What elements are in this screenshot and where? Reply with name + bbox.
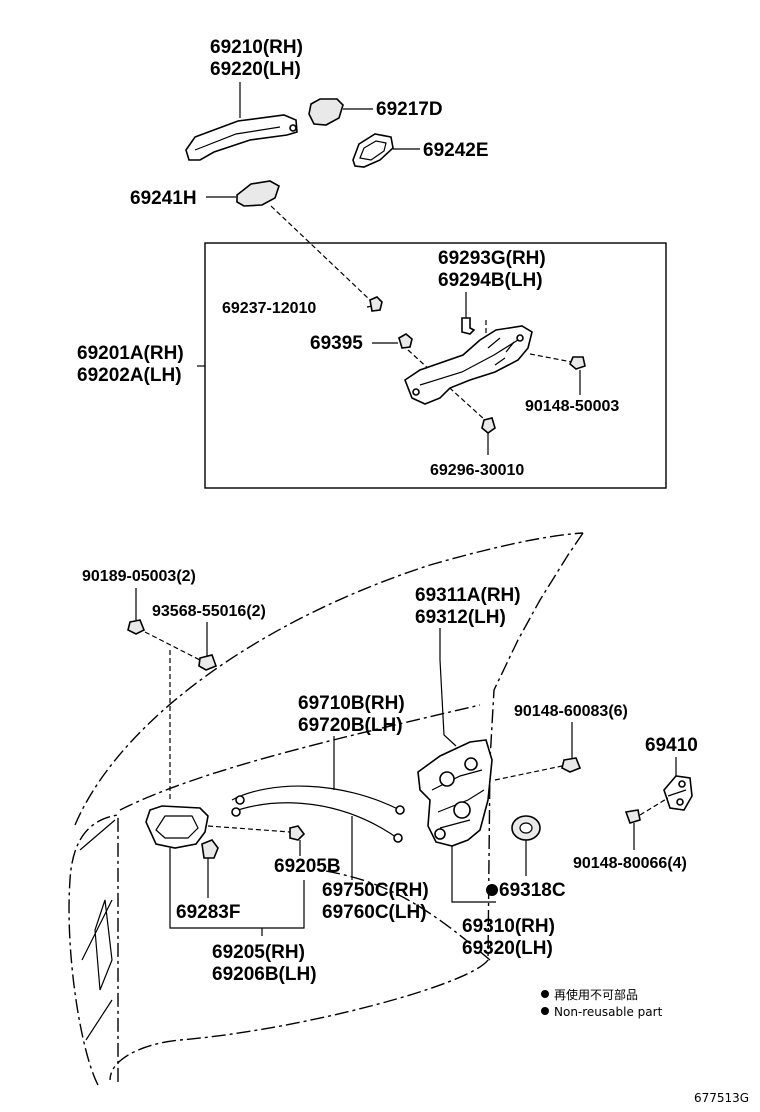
label-bolt-c[interactable]: 93568-55016(2) xyxy=(152,603,266,620)
screw-a-part[interactable] xyxy=(569,356,586,370)
label-inner-cap[interactable]: 69283F xyxy=(176,902,240,923)
label-seal[interactable]: 69318C xyxy=(499,880,566,901)
frame-part[interactable] xyxy=(404,325,533,405)
label-screw-d[interactable]: 90148-60083(6) xyxy=(514,703,628,720)
label-frame-lh[interactable]: 69202A(LH) xyxy=(77,365,182,386)
label-screw-a[interactable]: 90148-50003 xyxy=(525,398,619,415)
label-screw-b[interactable]: 69296-30010 xyxy=(430,462,524,479)
label-handle-rh[interactable]: 69210(RH) xyxy=(210,37,303,58)
label-striker[interactable]: 69410 xyxy=(645,735,698,756)
label-pad[interactable]: 69242E xyxy=(423,140,489,161)
screw-d-part[interactable] xyxy=(561,757,582,773)
label-screw-e[interactable]: 90148-80066(4) xyxy=(573,855,687,872)
screw-e-part[interactable] xyxy=(624,809,641,824)
label-cable-rh[interactable]: 69710B(RH) xyxy=(298,693,405,714)
label-bumper[interactable]: 69205B xyxy=(274,856,341,877)
bumper-part[interactable] xyxy=(289,825,306,841)
sub-part[interactable] xyxy=(461,317,476,335)
handle-cap-part[interactable] xyxy=(308,98,344,126)
label-rod-rh[interactable]: 69311A(RH) xyxy=(415,585,521,606)
label-sub-rh[interactable]: 69293G(RH) xyxy=(438,248,546,269)
figure-id: 677513G xyxy=(694,1091,749,1105)
nut-part[interactable] xyxy=(369,296,383,312)
cable-part[interactable] xyxy=(231,785,401,811)
grommet-part[interactable] xyxy=(398,333,413,349)
label-lock-rh[interactable]: 69310(RH) xyxy=(462,916,555,937)
rod-part[interactable] xyxy=(439,659,457,747)
legend-bullet-2 xyxy=(541,1007,549,1015)
screw-c-part[interactable] xyxy=(127,619,146,635)
label-screw-c[interactable]: 90189-05003(2) xyxy=(82,568,196,585)
label-nut[interactable]: 69237-12010 xyxy=(222,300,316,317)
label-inner-lh[interactable]: 69206B(LH) xyxy=(212,964,317,985)
label-cable2-lh[interactable]: 69760C(LH) xyxy=(322,902,427,923)
handle-cover-part[interactable] xyxy=(236,180,280,207)
label-lock-lh[interactable]: 69320(LH) xyxy=(462,938,553,959)
outside-handle-group: 69210(RH) 69220(LH) 69217D 69242E 69241H xyxy=(130,37,489,301)
door-outline xyxy=(68,532,584,1086)
lower-parts-group: 90189-05003(2) 93568-55016(2) 69311A(RH)… xyxy=(82,568,698,985)
door-lock-part[interactable] xyxy=(417,739,493,847)
label-rod-lh[interactable]: 69312(LH) xyxy=(415,607,506,628)
handle-pad-part[interactable] xyxy=(352,133,394,168)
label-cable2-rh[interactable]: 69750C(RH) xyxy=(322,880,429,901)
label-inner-rh[interactable]: 69205(RH) xyxy=(212,942,305,963)
inner-cap-part[interactable] xyxy=(201,839,219,859)
label-sub-lh[interactable]: 69294B(LH) xyxy=(438,270,543,291)
screw-b-part[interactable] xyxy=(481,417,496,435)
bolt-c-part[interactable] xyxy=(198,654,218,671)
frame-assembly-box: 69293G(RH) 69294B(LH) 69237-12010 69395 … xyxy=(77,242,667,489)
outside-handle-part[interactable] xyxy=(185,114,298,161)
label-handle-lh[interactable]: 69220(LH) xyxy=(210,59,301,80)
label-cover[interactable]: 69241H xyxy=(130,188,197,209)
legend-line-2: Non-reusable part xyxy=(554,1005,663,1019)
legend: 再使用不可部品 Non-reusable part xyxy=(541,987,663,1019)
inner-handle-part[interactable] xyxy=(145,805,209,849)
label-frame-rh[interactable]: 69201A(RH) xyxy=(77,343,184,364)
label-cable-lh[interactable]: 69720B(LH) xyxy=(298,715,403,736)
label-cap[interactable]: 69217D xyxy=(376,99,443,120)
non-reusable-marker xyxy=(486,884,498,896)
legend-bullet-1 xyxy=(541,990,549,998)
label-grommet[interactable]: 69395 xyxy=(310,333,363,354)
legend-line-1: 再使用不可部品 xyxy=(554,987,638,1002)
